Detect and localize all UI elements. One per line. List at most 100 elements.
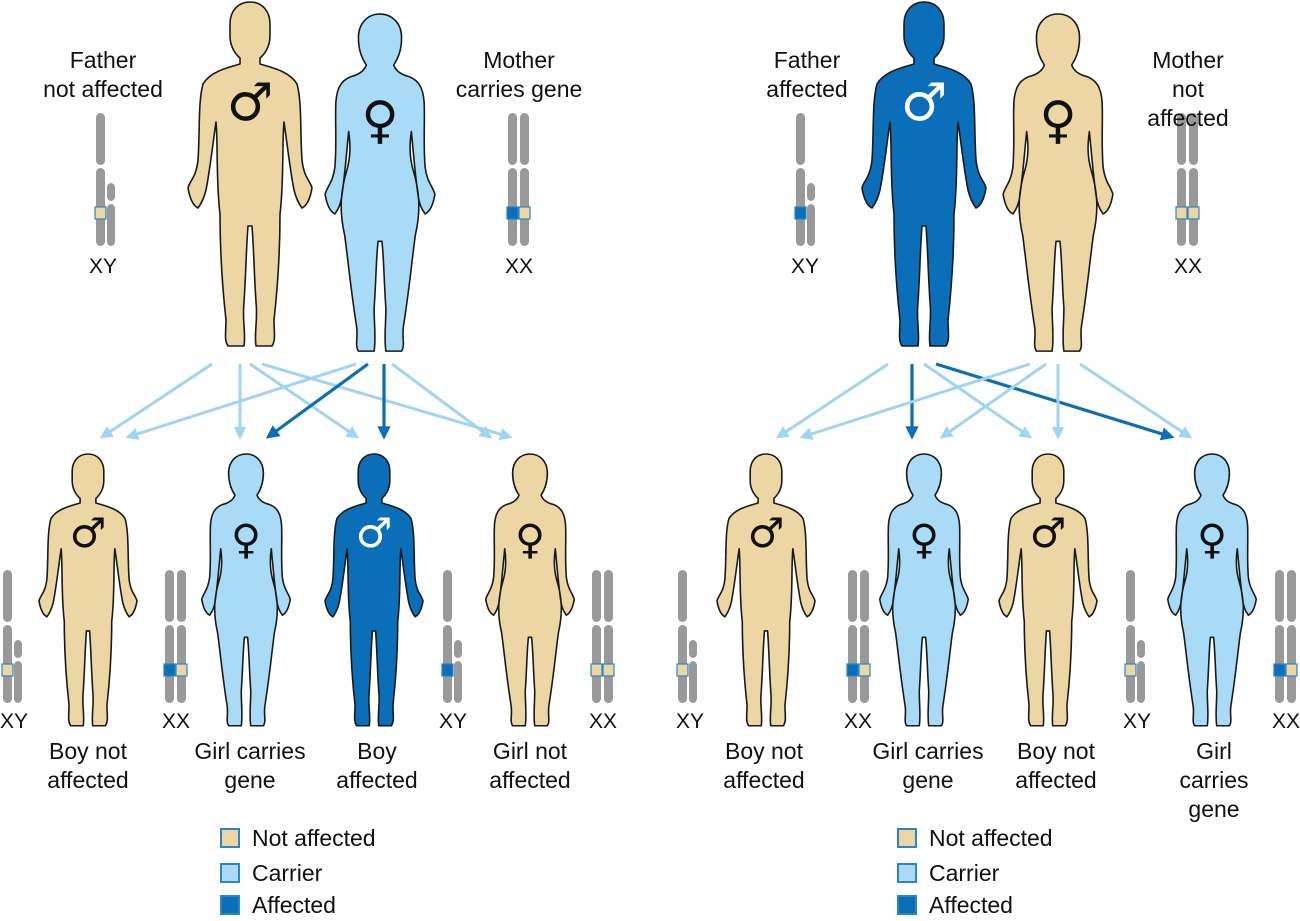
male-symbol-icon: ♂ [748,509,785,557]
legend-label: Affected [929,892,1013,918]
inheritance-arrow [265,362,369,439]
not-affected-swatch [897,828,917,848]
chromosome [807,204,815,246]
right-father-genotype: XY [790,255,820,278]
inheritance-arrow [249,362,360,439]
left-child-1-figure: ♂ [38,453,138,727]
female-symbol-icon: ♀ [515,516,545,564]
inheritance-arrow [125,362,357,440]
chromosome [508,113,517,165]
left-child-1-genotype: XY [0,710,29,733]
left-child-3-genotype: XY [438,710,468,733]
inheritance-arrow [99,362,213,439]
right-child-2-label: Girl carries gene [872,738,984,793]
inheritance-arrow [261,362,513,441]
chromosome [689,661,697,703]
left-child-2-genotype: XX [161,710,191,733]
right-child-2-chromosomes [846,570,871,703]
legend-item-affected: Affected [220,891,440,921]
carrier-swatch [897,863,917,883]
right-child-1-chromosomes [676,570,697,703]
gene-marker [1124,663,1137,677]
body-silhouette [861,1,987,347]
chromosome [807,183,815,201]
chromosome [689,640,697,658]
left-mother-label: Mother carries gene [455,47,583,102]
female-symbol-icon: ♀ [1197,516,1227,564]
right-mother-genotype: XX [1173,255,1203,278]
left-child-4-genotype: XX [588,710,618,733]
male-symbol-icon: ♂ [356,509,393,557]
chromosome [443,570,452,622]
gene-marker [846,663,859,677]
chromosome [604,570,613,622]
inheritance-arrow [939,362,1047,439]
right-child-3-figure: ♂ [998,453,1098,727]
legend-label: Affected [252,892,336,918]
chromosome [107,204,115,246]
body-silhouette [1166,453,1258,727]
gene-marker [676,663,689,677]
left-child-3-figure: ♂ [324,453,424,727]
gene-marker [590,663,603,677]
right-child-1-genotype: XY [675,710,705,733]
left-mother-genotype: XX [504,255,534,278]
left-child-4-figure: ♀ [484,453,576,727]
chromosome [165,570,174,622]
female-symbol-icon: ♀ [361,91,398,150]
left-father-genotype: XY [88,255,118,278]
chromosome [1189,113,1198,165]
right-child-3-chromosomes [1124,570,1145,703]
inheritance-arrow [799,362,1031,440]
male-symbol-icon: ♂ [227,73,274,133]
legend-item-carrier: Carrier [220,859,440,889]
female-symbol-icon: ♀ [1039,91,1076,150]
chromosome [177,570,186,622]
gene-marker [506,206,519,220]
chromosome [454,640,462,658]
body-silhouette [324,13,436,352]
male-symbol-icon: ♂ [901,73,948,133]
right-child-4-figure: ♀ [1166,453,1258,727]
gene-marker [441,663,454,677]
body-silhouette [998,453,1098,727]
left-mother-figure: ♀ [324,13,436,352]
chromosome [1275,570,1284,622]
chromosome [678,570,687,622]
gene-marker [1187,206,1200,220]
gene-marker [175,663,188,677]
left-child-3-chromosomes [441,570,462,703]
gene-marker [1175,206,1188,220]
affected-swatch [220,895,240,915]
inheritance-arrow [935,362,1175,441]
legend-label: Not affected [252,825,376,851]
legend-label: Carrier [252,860,323,886]
chromosome [848,570,857,622]
left-father-chromosomes [94,113,115,246]
right-child-2-figure: ♀ [878,453,970,727]
female-symbol-icon: ♀ [909,516,939,564]
right-father-chromosomes [794,113,815,246]
chromosome [14,661,22,703]
left-child-4-chromosomes [590,570,615,703]
left-father-figure: ♂ [187,1,313,347]
body-silhouette [716,453,816,727]
legend-item-not-affected: Not affected [220,824,440,854]
gene-marker [163,663,176,677]
legend-item-carrier: Carrier [897,859,1117,889]
right-mother-chromosomes [1175,113,1200,246]
right-child-2-genotype: XX [843,710,873,733]
left-mother-chromosomes [506,113,531,246]
body-silhouette [1002,13,1114,352]
body-silhouette [878,453,970,727]
chromosome [96,113,105,165]
chromosome [1137,640,1145,658]
gene-marker [1273,663,1286,677]
right-father-figure: ♂ [861,1,987,347]
body-silhouette [187,1,313,347]
chromosome [1177,113,1186,165]
inheritance-arrow [391,362,493,439]
chromosome [592,570,601,622]
female-symbol-icon: ♀ [231,516,261,564]
gene-marker [1285,663,1298,677]
